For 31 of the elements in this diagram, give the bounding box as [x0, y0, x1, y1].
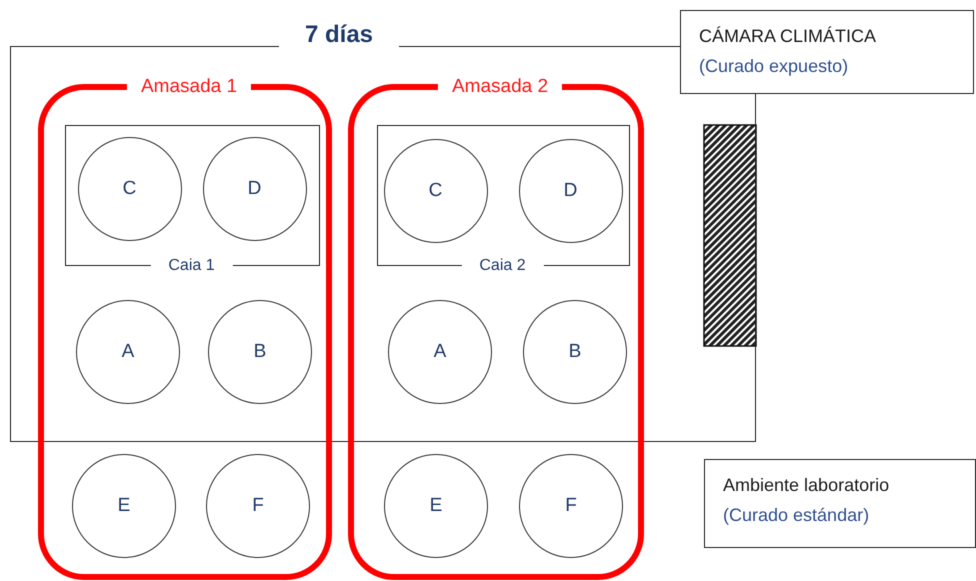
specimen-letter: B [568, 341, 582, 363]
specimen-letter: D [248, 178, 262, 200]
specimen-circle [384, 138, 488, 242]
specimen-circle [518, 138, 622, 242]
specimen-circle [76, 300, 180, 404]
specimen-letter: A [122, 341, 134, 363]
label-box [704, 459, 976, 548]
label-box [680, 10, 974, 94]
specimen-circle [523, 300, 627, 404]
specimen-letter: C [428, 180, 442, 202]
location-label: CÁMARA CLIMÁTICA [699, 25, 878, 48]
specimen-letter: B [254, 341, 266, 363]
specimen-circle [206, 454, 310, 558]
specimen-circle [202, 136, 306, 240]
specimen-letter: D [564, 180, 578, 202]
specimen-letter: E [118, 495, 130, 517]
specimen-letter: E [430, 495, 442, 517]
specimen-letter: F [252, 495, 264, 517]
specimen-circle [388, 300, 492, 404]
specimen-letter: C [122, 178, 136, 200]
specimen-circle [72, 454, 176, 558]
specimen-circle [519, 454, 623, 558]
specimen-circle [208, 300, 312, 404]
specimen-circle [78, 136, 182, 240]
location-label: Ambiente laboratorio [723, 474, 890, 497]
specimen-letter: A [434, 341, 446, 363]
specimen-letter: F [565, 495, 577, 517]
curing-note: (Curado expuesto) [699, 55, 850, 78]
specimen-circle [384, 454, 488, 558]
curing-note: (Curado estándar) [723, 504, 870, 527]
duration-label: 7 días [278, 21, 400, 49]
